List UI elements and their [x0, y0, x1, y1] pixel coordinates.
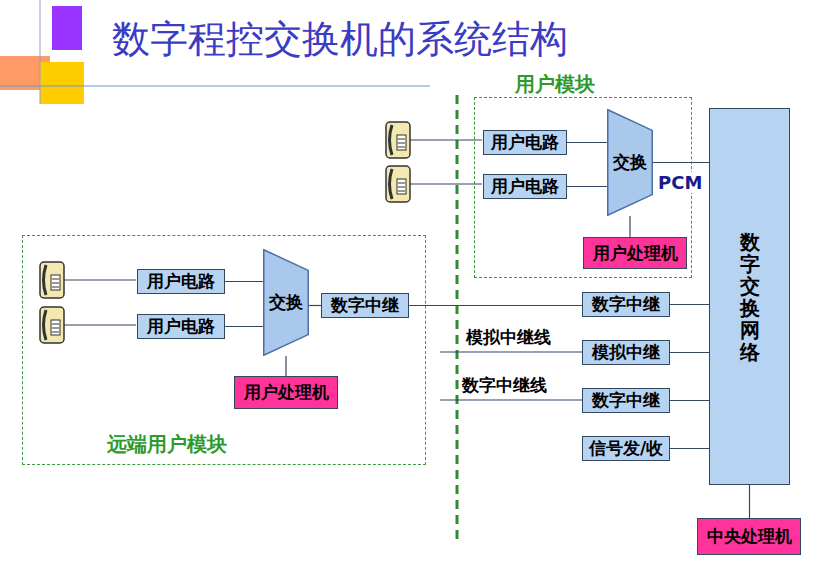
phone-wire [64, 279, 136, 280]
box-label: 用户处理机 [593, 243, 678, 263]
phone-wire [410, 139, 482, 140]
page-title: 数字程控交换机的系统结构 [112, 14, 568, 65]
box-label: 信号发/收 [589, 438, 663, 458]
phone-icon [386, 166, 410, 202]
connector [567, 142, 607, 143]
unit-box: 用户电路 [483, 174, 567, 199]
phone-wire [64, 324, 136, 325]
connector [409, 305, 582, 306]
switch-network-box: 数字交换网络 [709, 108, 790, 485]
connector [630, 216, 631, 237]
module-region: 远端用户模块用户电路用户电路交换数字中继用户处理机 [22, 235, 426, 465]
connector [225, 326, 263, 327]
unit-box: 用户电路 [483, 130, 567, 155]
box-label: 用户电路 [147, 316, 215, 336]
box-label: 用户电路 [491, 132, 559, 152]
unit-box: 数字中继 [582, 292, 670, 317]
connector [749, 485, 750, 518]
connector [670, 400, 709, 401]
box-label: 用户电路 [491, 176, 559, 196]
processor-box: 用户处理机 [234, 376, 338, 409]
switch-trapezoid: 交换 [607, 109, 653, 216]
trunk-line [440, 351, 582, 352]
unit-box: 模拟中继 [582, 340, 670, 365]
deco-square [52, 6, 82, 50]
box-label: 数字中继 [592, 390, 660, 410]
phone-icon [40, 307, 64, 343]
processor-box: 用户处理机 [583, 237, 687, 269]
box-label: 数字交换网络 [740, 231, 760, 363]
deco-square [40, 62, 84, 104]
box-label: 数字中继 [331, 295, 399, 315]
module-heading: 用户模块 [515, 71, 595, 98]
unit-box: 用户电路 [137, 314, 225, 339]
connector [309, 305, 321, 306]
unit-box: 用户电路 [137, 269, 225, 294]
trunk-line [440, 399, 582, 400]
boundary-line [456, 95, 459, 540]
box-label: 交换 [269, 292, 303, 312]
connector [670, 352, 709, 353]
title-rule [0, 86, 430, 87]
box-label: 交换 [613, 152, 647, 172]
connector [653, 162, 709, 163]
processor-box: 中央处理机 [697, 518, 801, 555]
connector [567, 186, 607, 187]
box-label: 模拟中继 [592, 342, 660, 362]
trunk-label: 数字中继线 [460, 374, 549, 397]
phone-icon [386, 122, 410, 158]
box-label: 数字中继 [592, 294, 660, 314]
deco-rule [40, 0, 41, 104]
phone-icon [40, 262, 64, 298]
box-label: 用户电路 [147, 271, 215, 291]
connector [670, 448, 709, 449]
connector [225, 281, 263, 282]
connector [670, 304, 709, 305]
phone-wire [410, 183, 482, 184]
unit-box: 数字中继 [582, 388, 670, 413]
unit-box: 数字中继 [321, 293, 409, 318]
module-heading: 远端用户模块 [107, 431, 227, 458]
trunk-label: 模拟中继线 [464, 326, 553, 349]
unit-box: 信号发/收 [582, 436, 670, 461]
box-label: 用户处理机 [244, 382, 329, 402]
edge-label: PCM [656, 172, 704, 193]
box-label: 中央处理机 [707, 526, 792, 546]
connector [286, 356, 287, 376]
switch-trapezoid: 交换 [263, 249, 309, 356]
